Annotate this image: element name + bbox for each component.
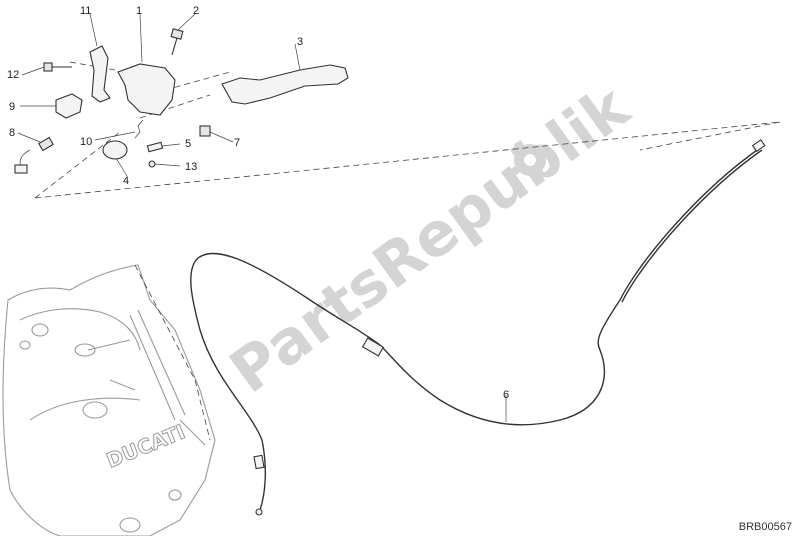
part-3-lever	[221, 64, 349, 105]
master-cylinder-assembly	[14, 28, 349, 174]
part-label-12: 12	[7, 69, 19, 81]
part-label-9: 9	[9, 101, 15, 113]
watermark: PartsRepublik	[218, 71, 644, 407]
part-10-spring	[134, 119, 144, 139]
part-7-bushing	[199, 125, 211, 137]
part-label-3: 3	[297, 36, 303, 48]
gear-icon	[509, 139, 551, 181]
part-label-10: 10	[80, 136, 92, 148]
part-9-switch	[55, 93, 83, 119]
part-label-11: 11	[80, 5, 91, 17]
clutch-cable	[190, 139, 766, 516]
part-label-8: 8	[9, 127, 15, 139]
part-label-1: 1	[136, 5, 142, 17]
part-5-clip	[146, 141, 164, 153]
part-12-bolt	[43, 62, 72, 72]
part-11-clamp	[89, 45, 111, 103]
part-4-cap	[102, 140, 128, 160]
part-13-screw	[148, 160, 156, 168]
engine-clutch-cover: DUCATI	[2, 264, 216, 536]
label-leaders	[17, 13, 507, 422]
part-2-pin	[170, 28, 184, 56]
part-label-6: 6	[503, 389, 509, 401]
part-1-body	[117, 63, 176, 116]
part-8-connector	[14, 136, 54, 174]
part-label-13: 13	[185, 161, 197, 173]
part-labels: 11 1 2 3 12 9 8 10 5 7 13 4 6	[7, 5, 509, 401]
reference-code: BRB00567	[739, 521, 792, 533]
watermark-text: PartsRepublik	[218, 71, 644, 407]
part-label-5: 5	[185, 138, 191, 150]
part-label-7: 7	[234, 137, 240, 149]
part-label-4: 4	[123, 175, 129, 187]
part-label-2: 2	[193, 5, 199, 17]
cover-logo: DUCATI	[103, 419, 189, 472]
